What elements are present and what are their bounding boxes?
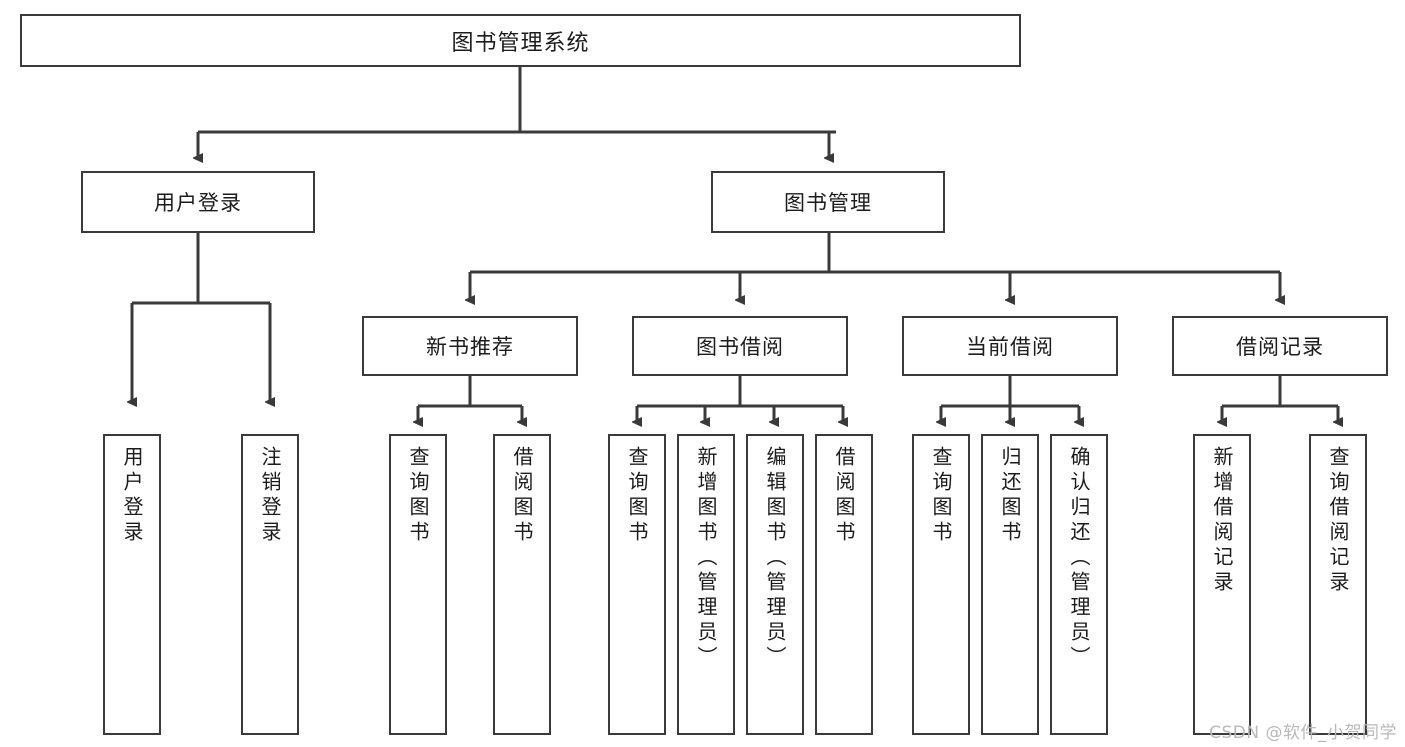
node-label: 新书推荐 (426, 335, 514, 359)
node-label: 查询借阅记录 (1326, 446, 1350, 596)
watermark-text: CSDN @软件_小贺同学 (1209, 723, 1397, 743)
node-label: 图书借阅 (696, 335, 784, 359)
node-current-borrow[interactable]: 当前借阅 (902, 316, 1118, 376)
node-label: 图书管理 (784, 191, 872, 215)
node-label: 当前借阅 (966, 335, 1054, 359)
leaf-user-login[interactable]: 用户登录 (103, 434, 161, 735)
node-label: 借阅图书 (832, 446, 856, 546)
node-label: 新增图书（管理员） (694, 446, 718, 671)
node-label: 归还图书 (998, 446, 1022, 546)
node-label: 查询图书 (929, 446, 953, 546)
leaf-borrow-book-recommend[interactable]: 借阅图书 (493, 434, 551, 735)
leaf-confirm-return-admin[interactable]: 确认归还（管理员） (1050, 434, 1108, 735)
leaf-query-book-current[interactable]: 查询图书 (912, 434, 970, 735)
leaf-add-book-admin[interactable]: 新增图书（管理员） (677, 434, 735, 735)
node-label: 借阅记录 (1236, 335, 1324, 359)
leaf-query-book-recommend[interactable]: 查询图书 (389, 434, 447, 735)
node-borrow-record[interactable]: 借阅记录 (1172, 316, 1388, 376)
leaf-add-borrow-record[interactable]: 新增借阅记录 (1193, 434, 1251, 735)
node-new-book-recommend[interactable]: 新书推荐 (362, 316, 578, 376)
node-label: 确认归还（管理员） (1067, 446, 1091, 671)
node-book-borrow[interactable]: 图书借阅 (632, 316, 848, 376)
leaf-borrow-book[interactable]: 借阅图书 (815, 434, 873, 735)
node-label: 用户登录 (154, 191, 242, 215)
leaf-query-borrow-record[interactable]: 查询借阅记录 (1309, 434, 1367, 735)
leaf-return-book[interactable]: 归还图书 (981, 434, 1039, 735)
node-user-login[interactable]: 用户登录 (81, 171, 315, 233)
node-root-system[interactable]: 图书管理系统 (20, 14, 1021, 67)
node-book-management[interactable]: 图书管理 (711, 171, 945, 233)
node-label: 查询图书 (625, 446, 649, 546)
node-label: 注销登录 (258, 446, 282, 546)
leaf-query-book-borrow[interactable]: 查询图书 (608, 434, 666, 735)
node-label: 新增借阅记录 (1210, 446, 1234, 596)
leaf-edit-book-admin[interactable]: 编辑图书（管理员） (746, 434, 804, 735)
node-label: 借阅图书 (510, 446, 534, 546)
leaf-logout[interactable]: 注销登录 (241, 434, 299, 735)
node-label: 图书管理系统 (451, 30, 590, 56)
node-label: 编辑图书（管理员） (763, 446, 787, 671)
node-label: 查询图书 (406, 446, 430, 546)
node-label: 用户登录 (120, 446, 144, 546)
